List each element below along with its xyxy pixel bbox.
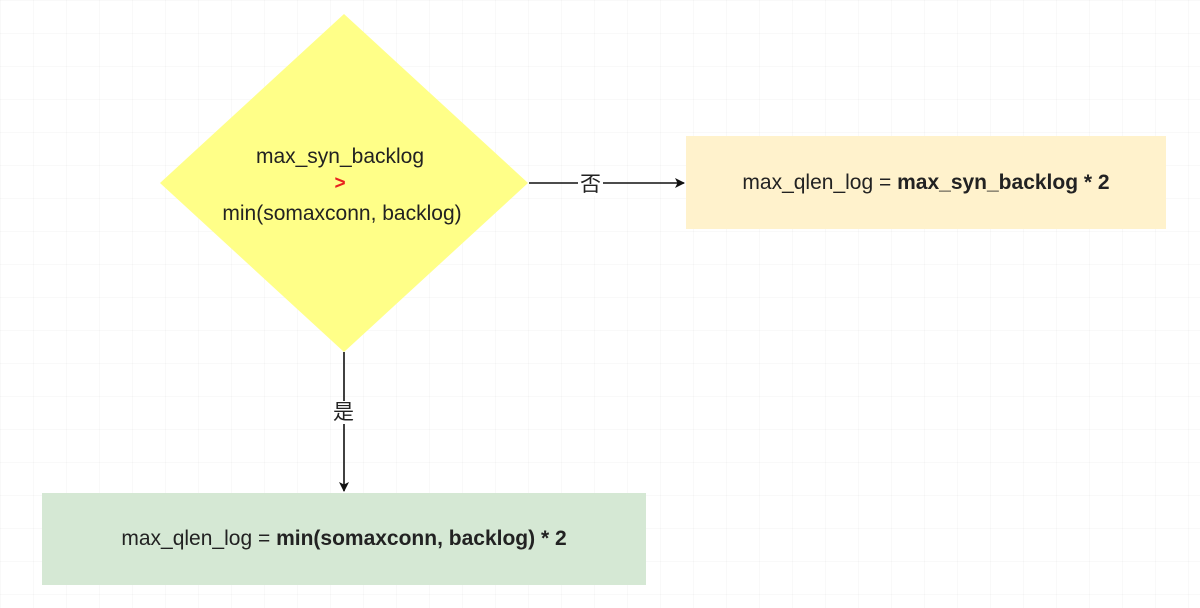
edge-yes-label: 是 [331,400,356,424]
result-yes-box[interactable] [42,493,646,585]
result-yes-formula: max_qlen_log = min(somaxconn, backlog) *… [42,493,646,585]
result-no-box[interactable] [686,136,1166,229]
result-no-formula: max_qlen_log = max_syn_backlog * 2 [686,136,1166,229]
decision-condition-right: min(somaxconn, backlog) [222,202,462,225]
result-no-prefix: max_qlen_log = [742,170,898,194]
result-no-emphasis: max_syn_backlog [897,170,1079,194]
decision-operator: > [334,173,346,194]
result-yes-suffix: * 2 [535,527,567,550]
edge-no-label: 否 [578,172,603,196]
result-no-suffix: * 2 [1078,170,1110,194]
decision-diamond[interactable] [160,14,528,352]
decision-condition-left: max_syn_backlog [255,145,425,168]
result-yes-emphasis: min(somaxconn, backlog) [276,527,536,550]
result-yes-prefix: max_qlen_log = [121,527,277,550]
